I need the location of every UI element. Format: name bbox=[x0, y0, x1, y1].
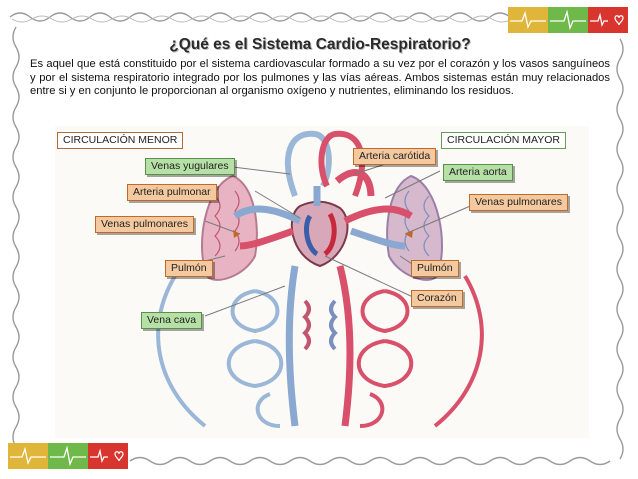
intro-paragraph: Es aquel que está constituido por el sis… bbox=[30, 58, 610, 98]
badge-square-red bbox=[588, 7, 628, 33]
badge-square-yellow bbox=[8, 443, 48, 469]
label-pulmon-derecho: Pulmón bbox=[411, 260, 459, 277]
head-capillaries bbox=[284, 130, 366, 198]
page-title: ¿Qué es el Sistema Cardio-Respiratorio? bbox=[169, 36, 471, 53]
badge-square-yellow bbox=[508, 7, 548, 33]
label-circulacion-menor: CIRCULACIÓN MENOR bbox=[57, 132, 184, 149]
label-arteria-carotida: Arteria carótida bbox=[353, 148, 437, 165]
body-capillaries bbox=[156, 274, 484, 428]
label-arteria-pulmonar: Arteria pulmonar bbox=[127, 184, 217, 201]
label-arteria-aorta: Arteria aorta bbox=[443, 164, 513, 181]
badge-yellow-bg bbox=[508, 7, 548, 33]
badge-square-green bbox=[48, 443, 88, 469]
badge-square-green bbox=[548, 7, 588, 33]
border-scribble-top bbox=[9, 12, 513, 23]
label-venas-pulmonares-izquierda: Venas pulmonares bbox=[95, 216, 194, 233]
badge-square-red bbox=[88, 443, 128, 469]
arrowheads bbox=[233, 230, 413, 238]
label-venas-pulmonares-derecha: Venas pulmonares bbox=[469, 194, 568, 211]
heartbeat-badge-top bbox=[508, 7, 628, 33]
border-scribble-right bbox=[616, 38, 624, 460]
label-vena-cava: Vena cava bbox=[141, 312, 203, 329]
badge-red-bg bbox=[588, 7, 628, 33]
circulation-illustration bbox=[156, 130, 484, 428]
heart-icon bbox=[114, 451, 124, 462]
circulation-diagram: CIRCULACIÓN MENOR CIRCULACIÓN MAYOR Vena… bbox=[55, 126, 589, 438]
label-corazon: Corazón bbox=[411, 290, 463, 307]
label-circulacion-mayor: CIRCULACIÓN MAYOR bbox=[441, 132, 566, 149]
label-pulmon-izquierdo: Pulmón bbox=[165, 260, 213, 277]
label-venas-yugulares: Venas yugulares bbox=[145, 158, 235, 175]
main-vessels bbox=[233, 169, 413, 427]
heartbeat-badge-bottom bbox=[8, 443, 128, 469]
border-scribble-left bbox=[12, 26, 20, 448]
border-scribble-bottom bbox=[129, 456, 611, 466]
heart bbox=[290, 200, 349, 268]
heart-icon bbox=[614, 15, 624, 26]
